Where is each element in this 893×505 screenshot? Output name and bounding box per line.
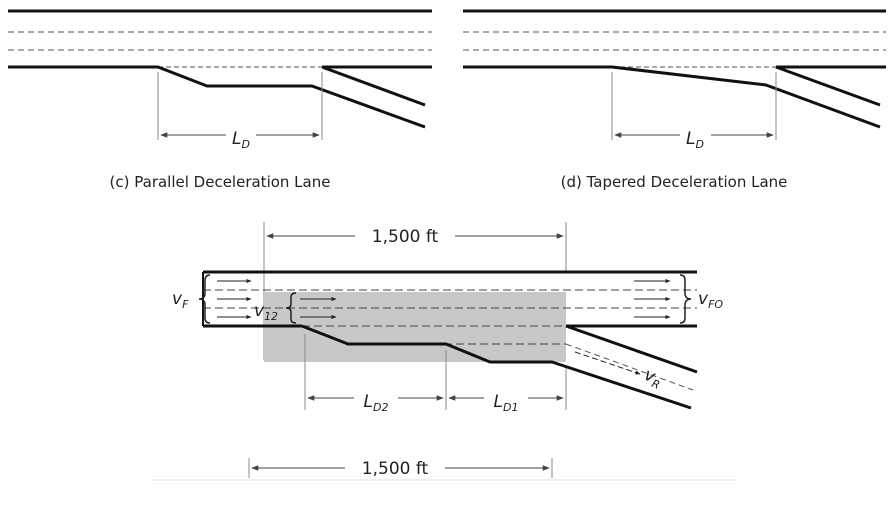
influence-area-shading bbox=[264, 292, 566, 362]
main-two-lane-diagram: 1,500 ft bbox=[152, 222, 737, 481]
bottom-dimension-label: 1,500 ft bbox=[362, 459, 429, 479]
ld2-label: LD2 bbox=[364, 392, 389, 414]
vf-brace bbox=[198, 274, 211, 324]
ld1-label: LD1 bbox=[494, 392, 519, 414]
panel-c-ld-label: LD bbox=[232, 129, 250, 151]
flow-arrows-mid bbox=[300, 297, 337, 319]
vfo-label: vFO bbox=[698, 289, 723, 311]
top-dimension-label: 1,500 ft bbox=[372, 227, 439, 247]
v12-brace bbox=[285, 292, 297, 324]
ramp-centerline bbox=[565, 343, 694, 391]
decel-lanes-outer-edge bbox=[301, 324, 692, 410]
ramp-inner-edge bbox=[565, 324, 698, 374]
vfo-brace bbox=[679, 274, 692, 324]
panel-c-ramp-edge bbox=[321, 65, 426, 107]
panel-c-caption: (c) Parallel Deceleration Lane bbox=[110, 173, 331, 191]
panel-d-caption: (d) Tapered Deceleration Lane bbox=[561, 173, 788, 191]
panel-c-parallel: LD (c) Parallel Deceleration Lane bbox=[8, 9, 432, 191]
ramp-flow-arrow bbox=[574, 351, 641, 375]
panel-d-ramp-edge bbox=[775, 65, 881, 107]
v12-label: v12 bbox=[254, 301, 278, 323]
vr-label: vR bbox=[640, 365, 665, 392]
flow-arrows-right bbox=[634, 279, 671, 319]
panel-d-taper-edge bbox=[463, 65, 881, 129]
panel-d-tapered: LD (d) Tapered Deceleration Lane bbox=[463, 9, 886, 191]
panel-c-decel-lane-edge bbox=[8, 65, 426, 129]
flow-arrows-left bbox=[217, 279, 252, 319]
vf-label: vF bbox=[172, 289, 189, 311]
panel-d-ld-label: LD bbox=[686, 129, 704, 151]
